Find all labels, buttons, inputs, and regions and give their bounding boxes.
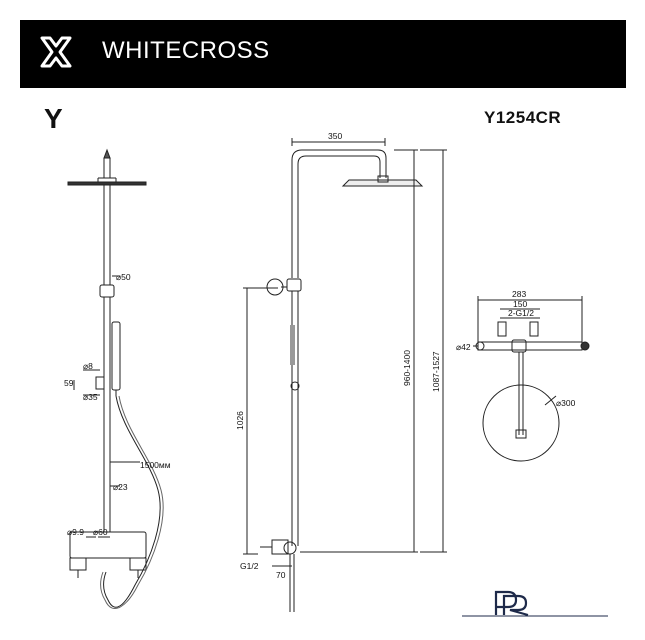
dim-d60: ⌀60 xyxy=(93,527,108,537)
dim-d300: ⌀300 xyxy=(556,398,576,408)
top-view xyxy=(473,296,590,462)
model-code: Y1254CR xyxy=(484,108,562,127)
whitecross-x-logo-icon xyxy=(40,36,72,68)
front-view xyxy=(67,148,164,609)
dim-d35: ⌀35 xyxy=(83,392,98,402)
dim-d8: ⌀8 xyxy=(83,361,93,371)
dim-g12: G1/2 xyxy=(240,561,259,571)
dim-283: 283 xyxy=(512,289,526,299)
dim-70: 70 xyxy=(276,570,286,580)
dim-arm-350: 350 xyxy=(328,131,342,141)
dim-150: 150 xyxy=(513,299,527,309)
dim-d99: ⌀9.9 xyxy=(67,527,84,537)
series-letter: Y xyxy=(44,103,63,134)
dim-d23: ⌀23 xyxy=(113,482,128,492)
dim-hose-length: 1500мм xyxy=(140,460,171,470)
pr-monogram-logo-icon xyxy=(462,590,608,617)
brand-name: WHITECROSS xyxy=(102,37,270,64)
dim-1087-1527: 1087-1527 xyxy=(431,351,441,392)
dim-d42: ⌀42 xyxy=(456,342,471,352)
dim-d50: ⌀50 xyxy=(116,272,131,282)
dim-59: 59 xyxy=(64,378,74,388)
dim-1026: 1026 xyxy=(235,411,245,430)
dim-2-g12: 2-G1/2 xyxy=(508,308,534,318)
dim-960-1400: 960-1400 xyxy=(402,350,412,386)
brand-banner: WHITECROSS xyxy=(20,20,626,88)
side-view xyxy=(243,138,447,612)
